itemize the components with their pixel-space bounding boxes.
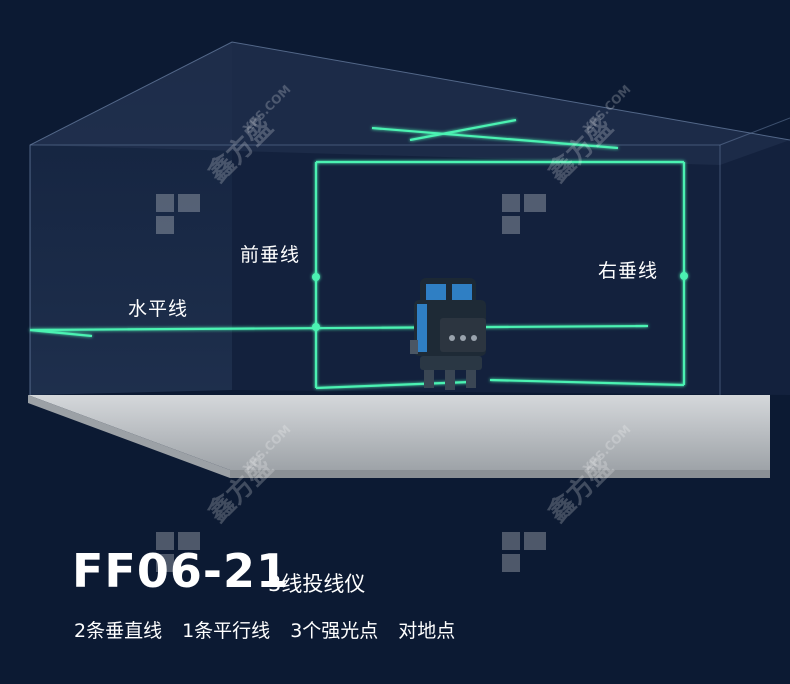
horizontal-line-label: 水平线 bbox=[128, 298, 189, 320]
feature-list: 2条垂直线 1条平行线 3个强光点 对地点 bbox=[74, 616, 455, 643]
feature-item: 3个强光点 bbox=[290, 620, 379, 642]
right-vertical-line-label: 右垂线 bbox=[598, 260, 659, 282]
front-vertical-line-label: 前垂线 bbox=[240, 244, 301, 266]
laser-dots bbox=[312, 272, 688, 331]
watermark-logo-icon bbox=[502, 532, 546, 572]
left-wall bbox=[30, 42, 232, 395]
product-type: 3线投线仪 bbox=[268, 572, 366, 596]
room-edges bbox=[29, 41, 790, 395]
ceiling bbox=[30, 42, 790, 165]
feature-item: 对地点 bbox=[398, 620, 456, 642]
laser-level-device bbox=[410, 278, 486, 390]
watermark-logo-icon bbox=[502, 194, 546, 234]
watermark-logo-icon bbox=[156, 194, 200, 234]
floor-top bbox=[28, 395, 770, 470]
feature-item: 1条平行线 bbox=[182, 620, 271, 642]
back-wall bbox=[232, 42, 790, 395]
watermark-logo-icon bbox=[156, 532, 200, 572]
horizontal-laser-line bbox=[29, 324, 649, 332]
feature-item: 2条垂直线 bbox=[74, 620, 163, 642]
floor-side bbox=[28, 395, 230, 478]
product-model: FF06-21 bbox=[72, 544, 289, 598]
floor-front bbox=[230, 470, 770, 478]
